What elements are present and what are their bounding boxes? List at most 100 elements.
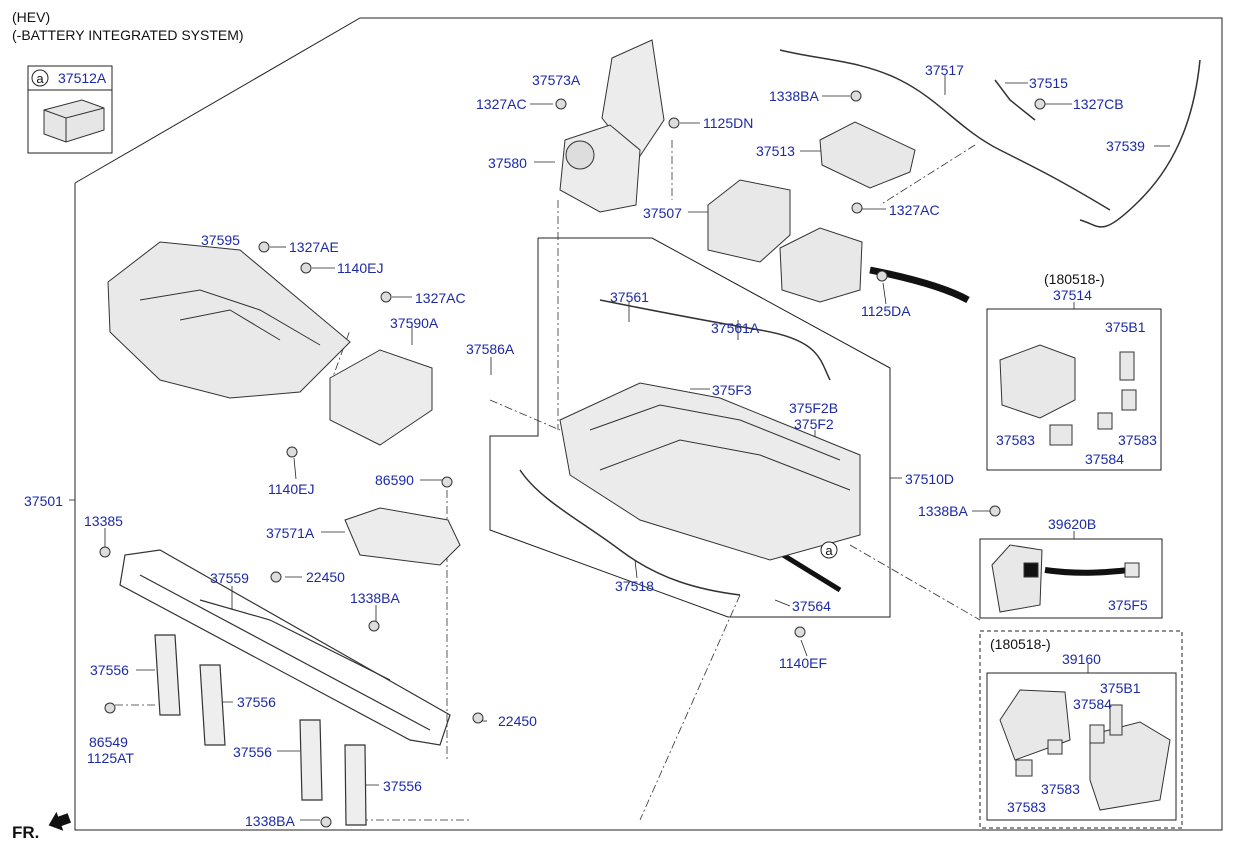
bolt-1140EJ-b bbox=[286, 446, 298, 458]
callout-a-circle-pack bbox=[820, 541, 838, 559]
part-37501[interactable]: 37501 bbox=[24, 493, 63, 509]
part-37518[interactable]: 37518 bbox=[615, 578, 654, 594]
bolt-1125DN bbox=[668, 117, 680, 129]
bolt-1140EF bbox=[794, 626, 806, 638]
relay-box-parts bbox=[999, 344, 1137, 446]
part-37561[interactable]: 37561 bbox=[610, 289, 649, 305]
inset-a-box bbox=[27, 65, 113, 154]
bolt-86549 bbox=[104, 702, 116, 714]
part-86549[interactable]: 86549 bbox=[89, 734, 128, 750]
part-1327AC-c[interactable]: 1327AC bbox=[889, 202, 940, 218]
part-39160[interactable]: 39160 bbox=[1062, 651, 1101, 667]
battery-pack-area bbox=[489, 237, 891, 618]
part-37514[interactable]: 37514 bbox=[1053, 287, 1092, 303]
part-37583-d[interactable]: 37583 bbox=[1007, 799, 1046, 815]
bolt-1125DA bbox=[876, 270, 888, 282]
junction-inset bbox=[979, 630, 1183, 829]
part-1140EF[interactable]: 1140EF bbox=[779, 655, 827, 671]
part-37556-d[interactable]: 37556 bbox=[383, 778, 422, 794]
part-37583-c[interactable]: 37583 bbox=[1041, 781, 1080, 797]
part-37584-b[interactable]: 37584 bbox=[1073, 696, 1112, 712]
part-37573A[interactable]: 37573A bbox=[532, 72, 581, 88]
part-1327AE[interactable]: 1327AE bbox=[289, 239, 339, 255]
nut-1327CB bbox=[1034, 98, 1046, 110]
part-37584-a[interactable]: 37584 bbox=[1085, 451, 1124, 467]
part-37507[interactable]: 37507 bbox=[643, 205, 682, 221]
bolt-22450-a bbox=[270, 571, 282, 583]
part-22450-a[interactable]: 22450 bbox=[306, 569, 345, 585]
part-37564[interactable]: 37564 bbox=[792, 598, 831, 614]
junction-parts bbox=[999, 689, 1171, 811]
part-37539[interactable]: 37539 bbox=[1106, 138, 1145, 154]
nut-1338BA-b bbox=[320, 816, 332, 828]
part-375B1-a[interactable]: 375B1 bbox=[1105, 319, 1146, 335]
part-37580[interactable]: 37580 bbox=[488, 155, 527, 171]
part-13385[interactable]: 13385 bbox=[84, 513, 123, 529]
part-22450-b[interactable]: 22450 bbox=[498, 713, 537, 729]
part-1338BA-c[interactable]: 1338BA bbox=[769, 88, 819, 104]
callout-a-pack-text: a bbox=[825, 543, 833, 558]
part-375F5[interactable]: 375F5 bbox=[1108, 597, 1148, 613]
part-86590[interactable]: 86590 bbox=[375, 472, 414, 488]
bolt-1140EJ-a bbox=[300, 262, 312, 274]
bolt-22450-b bbox=[472, 712, 484, 724]
callout-a-circle-inset bbox=[31, 69, 49, 87]
part-375B1-b[interactable]: 375B1 bbox=[1100, 680, 1141, 696]
part-37556-c[interactable]: 37556 bbox=[233, 744, 272, 760]
part-37556-a[interactable]: 37556 bbox=[90, 662, 129, 678]
nut-1338BA-a bbox=[368, 620, 380, 632]
part-37559[interactable]: 37559 bbox=[210, 570, 249, 586]
callout-a-inset-text: a bbox=[36, 71, 44, 86]
junction-box-date: (180518-) bbox=[990, 636, 1051, 652]
part-37583-b[interactable]: 37583 bbox=[1118, 432, 1157, 448]
part-375F3[interactable]: 375F3 bbox=[712, 382, 752, 398]
part-37583-a[interactable]: 37583 bbox=[996, 432, 1035, 448]
front-arrow-icon bbox=[48, 811, 71, 831]
part-1125DA[interactable]: 1125DA bbox=[861, 303, 911, 319]
part-37590A[interactable]: 37590A bbox=[390, 315, 439, 331]
module-inset bbox=[979, 538, 1163, 619]
module-parts bbox=[991, 544, 1140, 613]
part-1125DN[interactable]: 1125DN bbox=[703, 115, 754, 131]
part-1327AC-a[interactable]: 1327AC bbox=[415, 290, 466, 306]
part-1327AC-b[interactable]: 1327AC bbox=[476, 96, 527, 112]
part-37513[interactable]: 37513 bbox=[756, 143, 795, 159]
inset-controller bbox=[43, 99, 105, 143]
part-375F2[interactable]: 375F2 bbox=[794, 416, 834, 432]
nut-1338BA-c bbox=[850, 90, 862, 102]
nut-1327AC-b bbox=[555, 98, 567, 110]
part-375F2B[interactable]: 375F2B bbox=[789, 400, 839, 416]
fastener-group bbox=[99, 90, 1046, 828]
header-line-2: (-BATTERY INTEGRATED SYSTEM) bbox=[12, 27, 244, 43]
part-1327CB[interactable]: 1327CB bbox=[1073, 96, 1124, 112]
main-boundary bbox=[74, 17, 1223, 831]
part-37512A[interactable]: 37512A bbox=[58, 70, 107, 86]
part-1140EJ-a[interactable]: 1140EJ bbox=[337, 260, 384, 276]
relay-box-date: (180518-) bbox=[1044, 271, 1105, 287]
nut-1327AC-a bbox=[380, 291, 392, 303]
part-1338BA-b[interactable]: 1338BA bbox=[245, 813, 295, 829]
part-39620B[interactable]: 39620B bbox=[1048, 516, 1097, 532]
nut-1327AE bbox=[258, 241, 270, 253]
nut-13385 bbox=[99, 546, 111, 558]
part-1125AT[interactable]: 1125AT bbox=[87, 750, 134, 766]
part-1140EJ-b[interactable]: 1140EJ bbox=[268, 481, 315, 497]
battery-management-unit bbox=[707, 121, 916, 303]
part-37556-b[interactable]: 37556 bbox=[237, 694, 276, 710]
part-37595[interactable]: 37595 bbox=[201, 232, 240, 248]
part-37510D[interactable]: 37510D bbox=[905, 471, 955, 487]
nut-1327AC-c bbox=[851, 202, 863, 214]
part-37515[interactable]: 37515 bbox=[1029, 75, 1068, 91]
part-37571A[interactable]: 37571A bbox=[266, 525, 315, 541]
nut-86590 bbox=[441, 476, 453, 488]
part-37561A[interactable]: 37561A bbox=[711, 320, 760, 336]
part-37517[interactable]: 37517 bbox=[925, 62, 964, 78]
duct-assembly bbox=[559, 39, 665, 213]
battery-cover bbox=[107, 241, 433, 446]
part-1338BA-a[interactable]: 1338BA bbox=[350, 590, 400, 606]
part-37586A[interactable]: 37586A bbox=[466, 341, 515, 357]
part-1338BA-d[interactable]: 1338BA bbox=[918, 503, 968, 519]
support-frame bbox=[119, 549, 451, 826]
